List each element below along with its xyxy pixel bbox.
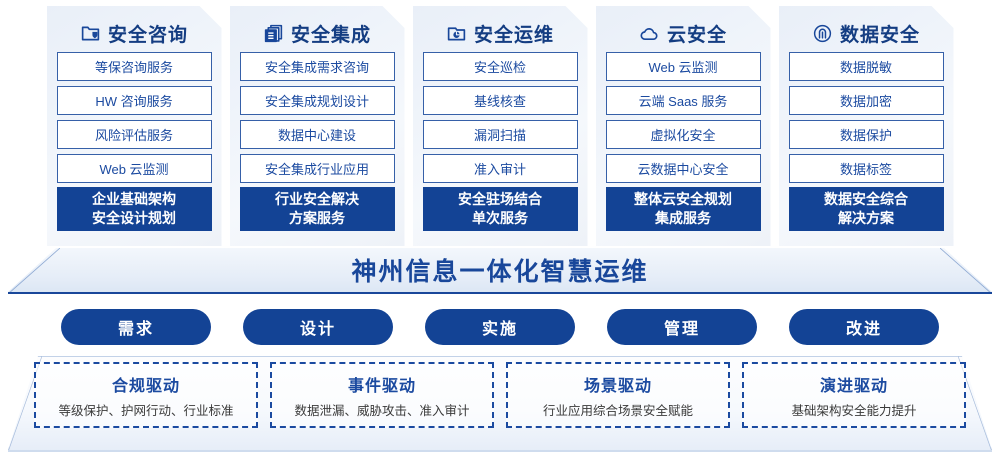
capability-column-data-security[interactable]: 数据安全 数据脱敏 数据加密 数据保护 数据标签 数据安全综合 解决方案 [779, 6, 954, 246]
column-header: 云安全 [606, 14, 761, 52]
driver-card-compliance[interactable]: 合规驱动 等级保护、护网行动、行业标准 [34, 362, 258, 428]
highlight-line: 解决方案 [838, 210, 894, 226]
banner-right-edge [940, 248, 992, 294]
driver-title: 合规驱动 [111, 377, 180, 395]
capability-column-security-operations[interactable]: 安全运维 安全巡检 基线核查 漏洞扫描 准入审计 安全驻场结合 单次服务 [413, 6, 588, 246]
banner-left-edge [8, 248, 60, 294]
highlight-line: 数据安全综合 [824, 191, 908, 207]
stage-pill-requirement[interactable]: 需求 [61, 309, 211, 345]
service-item[interactable]: Web 云监测 [57, 154, 212, 183]
column-highlight-box[interactable]: 行业安全解决 方案服务 [240, 187, 395, 231]
stage-pill-improvement[interactable]: 改进 [789, 309, 939, 345]
service-item[interactable]: 等保咨询服务 [57, 52, 212, 81]
column-highlight-box[interactable]: 数据安全综合 解决方案 [789, 187, 944, 231]
driver-list: 合规驱动 等级保护、护网行动、行业标准 事件驱动 数据泄漏、威胁攻击、准入审计 … [0, 362, 1000, 438]
monitor-chart-icon [446, 23, 467, 44]
column-title: 安全运维 [473, 24, 554, 46]
highlight-line: 安全设计规划 [92, 210, 176, 226]
column-header: 数据安全 [789, 14, 944, 52]
service-item[interactable]: 安全集成需求咨询 [240, 52, 395, 81]
platform-title: 神州信息一体化智慧运维 [351, 258, 649, 286]
driver-title: 场景驱动 [583, 377, 652, 395]
service-item[interactable]: 数据加密 [789, 86, 944, 115]
driver-subtitle: 基础架构安全能力提升 [791, 403, 917, 418]
capability-columns: 安全咨询 等保咨询服务 HW 咨询服务 风险评估服务 Web 云监测 企业基础架… [0, 6, 1000, 252]
column-header: 安全运维 [423, 14, 578, 52]
highlight-line: 安全驻场结合 [458, 191, 542, 207]
banner-baseline [8, 292, 992, 294]
driver-subtitle: 数据泄漏、威胁攻击、准入审计 [294, 403, 470, 418]
stage-pill-design[interactable]: 设计 [243, 309, 393, 345]
capability-column-security-consulting[interactable]: 安全咨询 等保咨询服务 HW 咨询服务 风险评估服务 Web 云监测 企业基础架… [47, 6, 222, 246]
folder-shield-icon [80, 23, 101, 44]
service-item[interactable]: 云数据中心安全 [606, 154, 761, 183]
highlight-line: 企业基础架构 [92, 191, 176, 207]
fingerprint-icon [812, 23, 833, 44]
column-header: 安全集成 [240, 14, 395, 52]
driver-card-evolution[interactable]: 演进驱动 基础架构安全能力提升 [742, 362, 966, 428]
column-highlight-box[interactable]: 企业基础架构 安全设计规划 [57, 187, 212, 231]
driver-subtitle: 行业应用综合场景安全赋能 [542, 403, 693, 418]
capability-column-cloud-security[interactable]: 云安全 Web 云监测 云端 Saas 服务 虚拟化安全 云数据中心安全 整体云… [596, 6, 771, 246]
service-item[interactable]: 安全巡检 [423, 52, 578, 81]
service-item[interactable]: 数据脱敏 [789, 52, 944, 81]
highlight-line: 集成服务 [655, 210, 711, 226]
capability-column-security-integration[interactable]: 安全集成 安全集成需求咨询 安全集成规划设计 数据中心建设 安全集成行业应用 行… [230, 6, 405, 246]
service-item[interactable]: 虚拟化安全 [606, 120, 761, 149]
drivers-panel-baseline [8, 450, 992, 452]
column-highlight-box[interactable]: 安全驻场结合 单次服务 [423, 187, 578, 231]
service-item[interactable]: 数据保护 [789, 120, 944, 149]
highlight-line: 方案服务 [289, 210, 345, 226]
service-item[interactable]: 漏洞扫描 [423, 120, 578, 149]
column-title: 数据安全 [839, 24, 920, 46]
cloud-icon [639, 23, 660, 44]
highlight-line: 行业安全解决 [275, 191, 359, 207]
service-item[interactable]: HW 咨询服务 [57, 86, 212, 115]
driver-subtitle: 等级保护、护网行动、行业标准 [58, 403, 234, 418]
stacked-documents-icon [263, 23, 284, 44]
service-item[interactable]: 云端 Saas 服务 [606, 86, 761, 115]
service-item[interactable]: 风险评估服务 [57, 120, 212, 149]
driver-card-incident[interactable]: 事件驱动 数据泄漏、威胁攻击、准入审计 [270, 362, 494, 428]
column-header: 安全咨询 [57, 14, 212, 52]
service-item[interactable]: 安全集成行业应用 [240, 154, 395, 183]
service-item[interactable]: 数据标签 [789, 154, 944, 183]
driver-title: 事件驱动 [347, 377, 416, 395]
service-item[interactable]: 准入审计 [423, 154, 578, 183]
highlight-line: 单次服务 [472, 210, 528, 226]
column-title: 云安全 [666, 24, 727, 46]
highlight-line: 整体云安全规划 [634, 191, 732, 207]
stage-pill-management[interactable]: 管理 [607, 309, 757, 345]
service-item[interactable]: 基线核查 [423, 86, 578, 115]
driver-title: 演进驱动 [819, 377, 888, 395]
column-title: 安全集成 [290, 24, 371, 46]
service-item[interactable]: 数据中心建设 [240, 120, 395, 149]
column-highlight-box[interactable]: 整体云安全规划 集成服务 [606, 187, 761, 231]
service-item[interactable]: Web 云监测 [606, 52, 761, 81]
service-item[interactable]: 安全集成规划设计 [240, 86, 395, 115]
stage-pill-implementation[interactable]: 实施 [425, 309, 575, 345]
platform-banner [8, 248, 992, 294]
driver-card-scenario[interactable]: 场景驱动 行业应用综合场景安全赋能 [506, 362, 730, 428]
column-title: 安全咨询 [107, 24, 188, 46]
lifecycle-stages: 需求 设计 实施 管理 改进 [0, 309, 1000, 347]
